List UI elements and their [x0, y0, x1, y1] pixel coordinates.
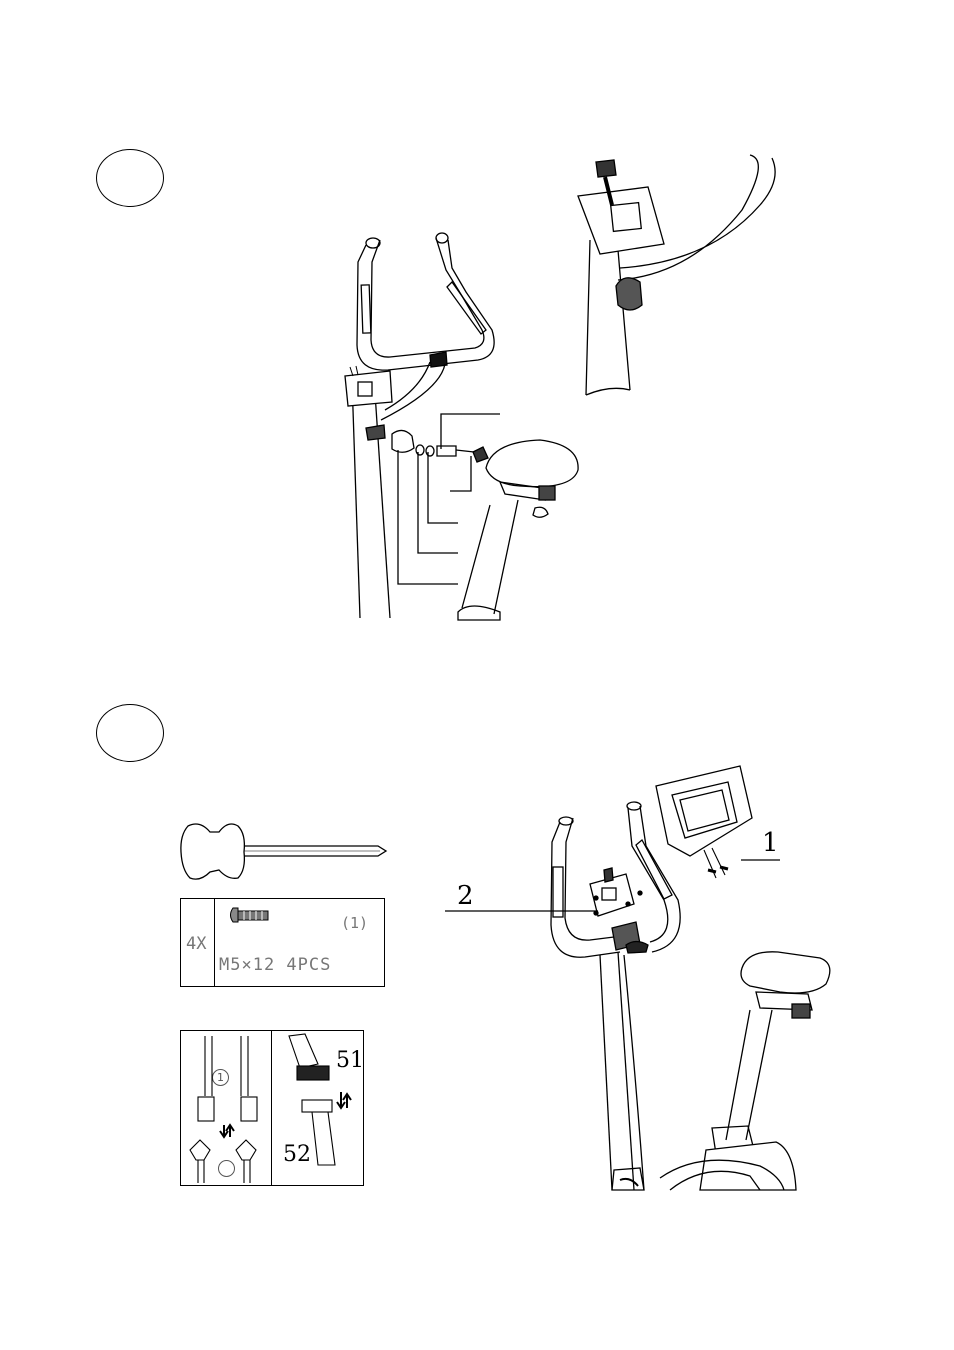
step-2-leader-lines: [445, 859, 780, 912]
console-mast-drawing: [344, 361, 446, 619]
connector-lower-circle: [218, 1160, 235, 1177]
step-1-marker: [96, 149, 164, 207]
callout-2-bracket: 2: [457, 881, 474, 911]
console-unit-drawing: [655, 765, 753, 879]
step-1-leader-lines: [397, 413, 500, 585]
knob-parts-drawing: [391, 429, 475, 457]
detail-inset-drawing: [577, 154, 776, 396]
cable-52-label: 52: [283, 1142, 311, 1167]
connector-ref-number: 1: [217, 1071, 224, 1084]
screw-quantity: 4X: [186, 934, 207, 954]
handlebar-2-drawing: [550, 801, 681, 958]
cable-51-label: 51: [336, 1048, 364, 1073]
callout-1-console: 1: [762, 828, 779, 858]
frame-drawing: [599, 951, 645, 1191]
screw-ref-number: (1): [341, 914, 369, 932]
seat-2-drawing: [659, 951, 831, 1191]
mounting-bracket-drawing: [589, 867, 649, 954]
seat-post-drawing: [457, 439, 579, 621]
screw-spec: M5×12 4PCS: [219, 955, 332, 975]
step-2-marker: [96, 704, 164, 762]
handlebar-drawing: [356, 232, 495, 371]
